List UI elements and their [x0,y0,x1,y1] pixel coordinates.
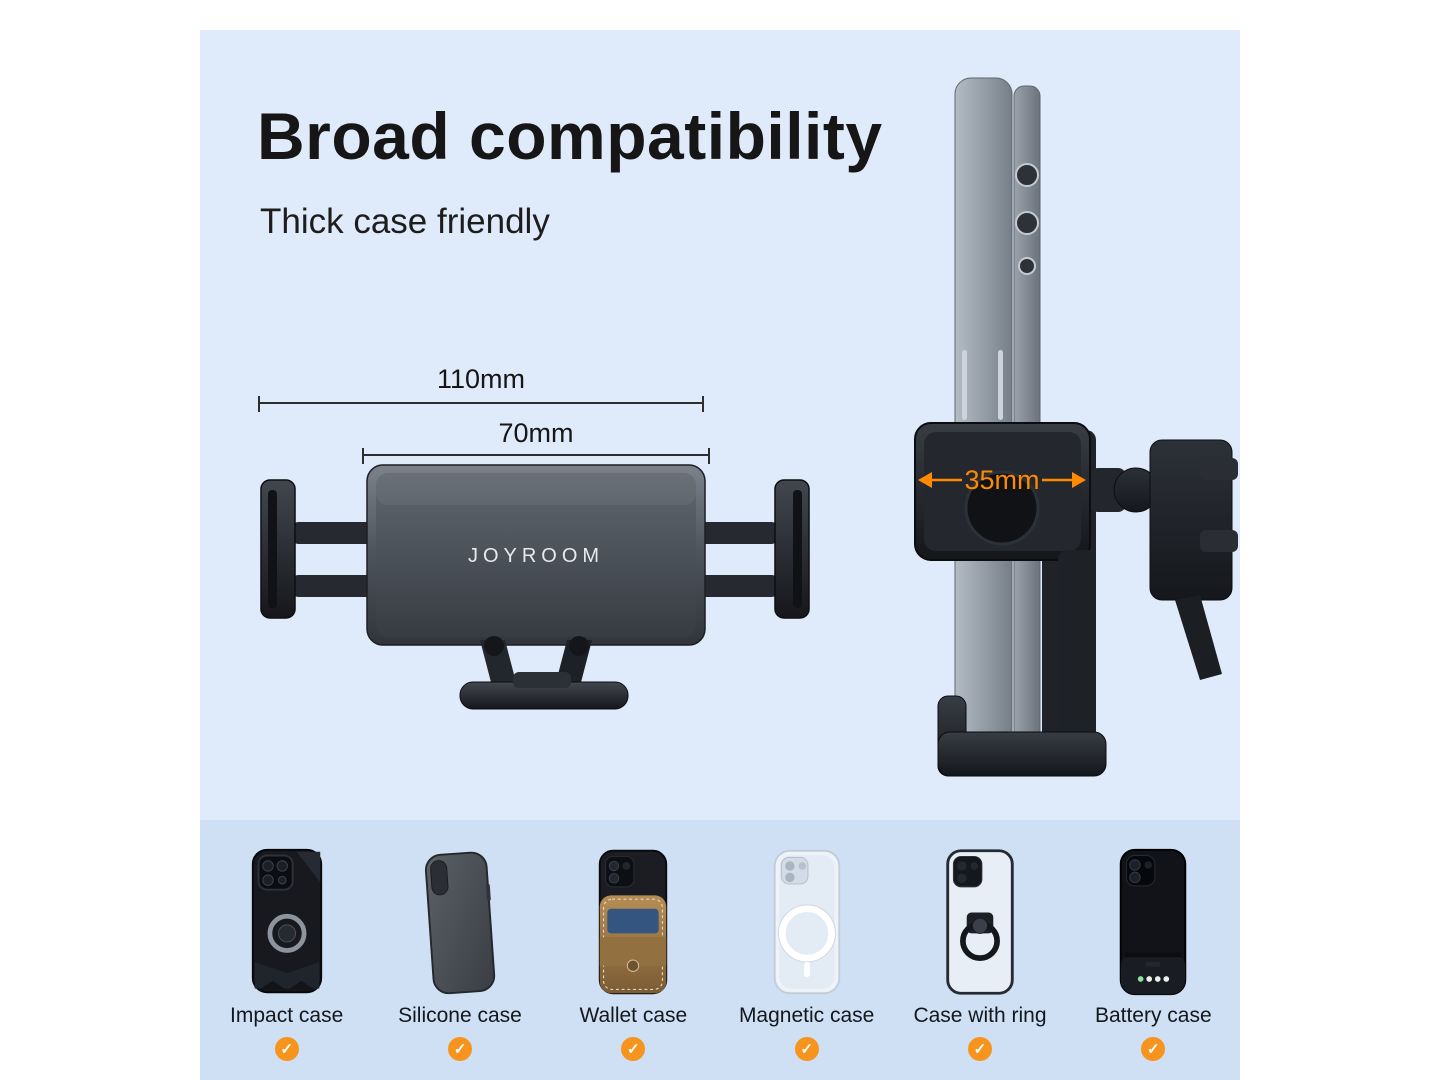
check-icon: ✓ [967,1037,992,1061]
wallet-case-icon [599,849,668,995]
subtitle: Thick case friendly [260,202,550,241]
case-item-impact: Impact case ✓ [200,820,373,1061]
right-arm [699,479,810,619]
clamp [914,422,1091,561]
check-icon: ✓ [274,1037,299,1061]
dimension-110mm-label: 110mm [436,364,526,394]
brand-logo: JOYROOM [468,545,604,567]
case-item-battery: Battery case ✓ [1067,820,1240,1061]
check-icon: ✓ [1141,1037,1166,1061]
case-label: Magnetic case [738,1004,875,1027]
check-icon: ✓ [621,1037,646,1061]
impact-case-icon [251,848,322,994]
dimension-35mm: 35mm [918,465,1086,495]
battery-case-icon [1120,848,1187,996]
check-icon: ✓ [794,1037,819,1061]
dimension-110mm-line [258,396,704,412]
check-icon: ✓ [447,1037,472,1061]
case-item-magnetic: Magnetic case ✓ [720,820,893,1061]
dimension-35mm-label: 35mm [964,465,1039,495]
dimension-70mm-line [362,448,710,464]
case-label: Battery case [1094,1004,1212,1027]
case-item-silicone: Silicone case ✓ [373,820,546,1061]
back-plate: JOYROOM [366,464,706,646]
case-label: Case with ring [913,1004,1047,1027]
case-item-wallet: Wallet case ✓ [547,820,720,1061]
bottom-hook [937,550,1107,777]
vent-clip [1090,439,1238,680]
case-compatibility-strip: Impact case ✓ Silicone case ✓ [200,820,1240,1080]
mount-front-view-image: JOYROOM [260,464,810,710]
bottom-foot [459,636,629,710]
page-title: Broad compatibility [257,99,883,173]
case-label: Impact case [230,1004,344,1027]
silicone-case-icon [424,851,496,995]
main-panel: Broad compatibility Thick case friendly … [200,30,1240,820]
case-with-ring-icon [946,849,1014,995]
dimension-70mm-label: 70mm [498,418,574,448]
mount-side-view-image: 35mm [914,77,1238,777]
case-item-ring: Case with ring ✓ [893,820,1066,1061]
case-label: Silicone case [398,1004,522,1027]
case-label: Wallet case [579,1004,688,1027]
left-arm [260,479,371,619]
magnetic-case-icon [773,849,840,995]
